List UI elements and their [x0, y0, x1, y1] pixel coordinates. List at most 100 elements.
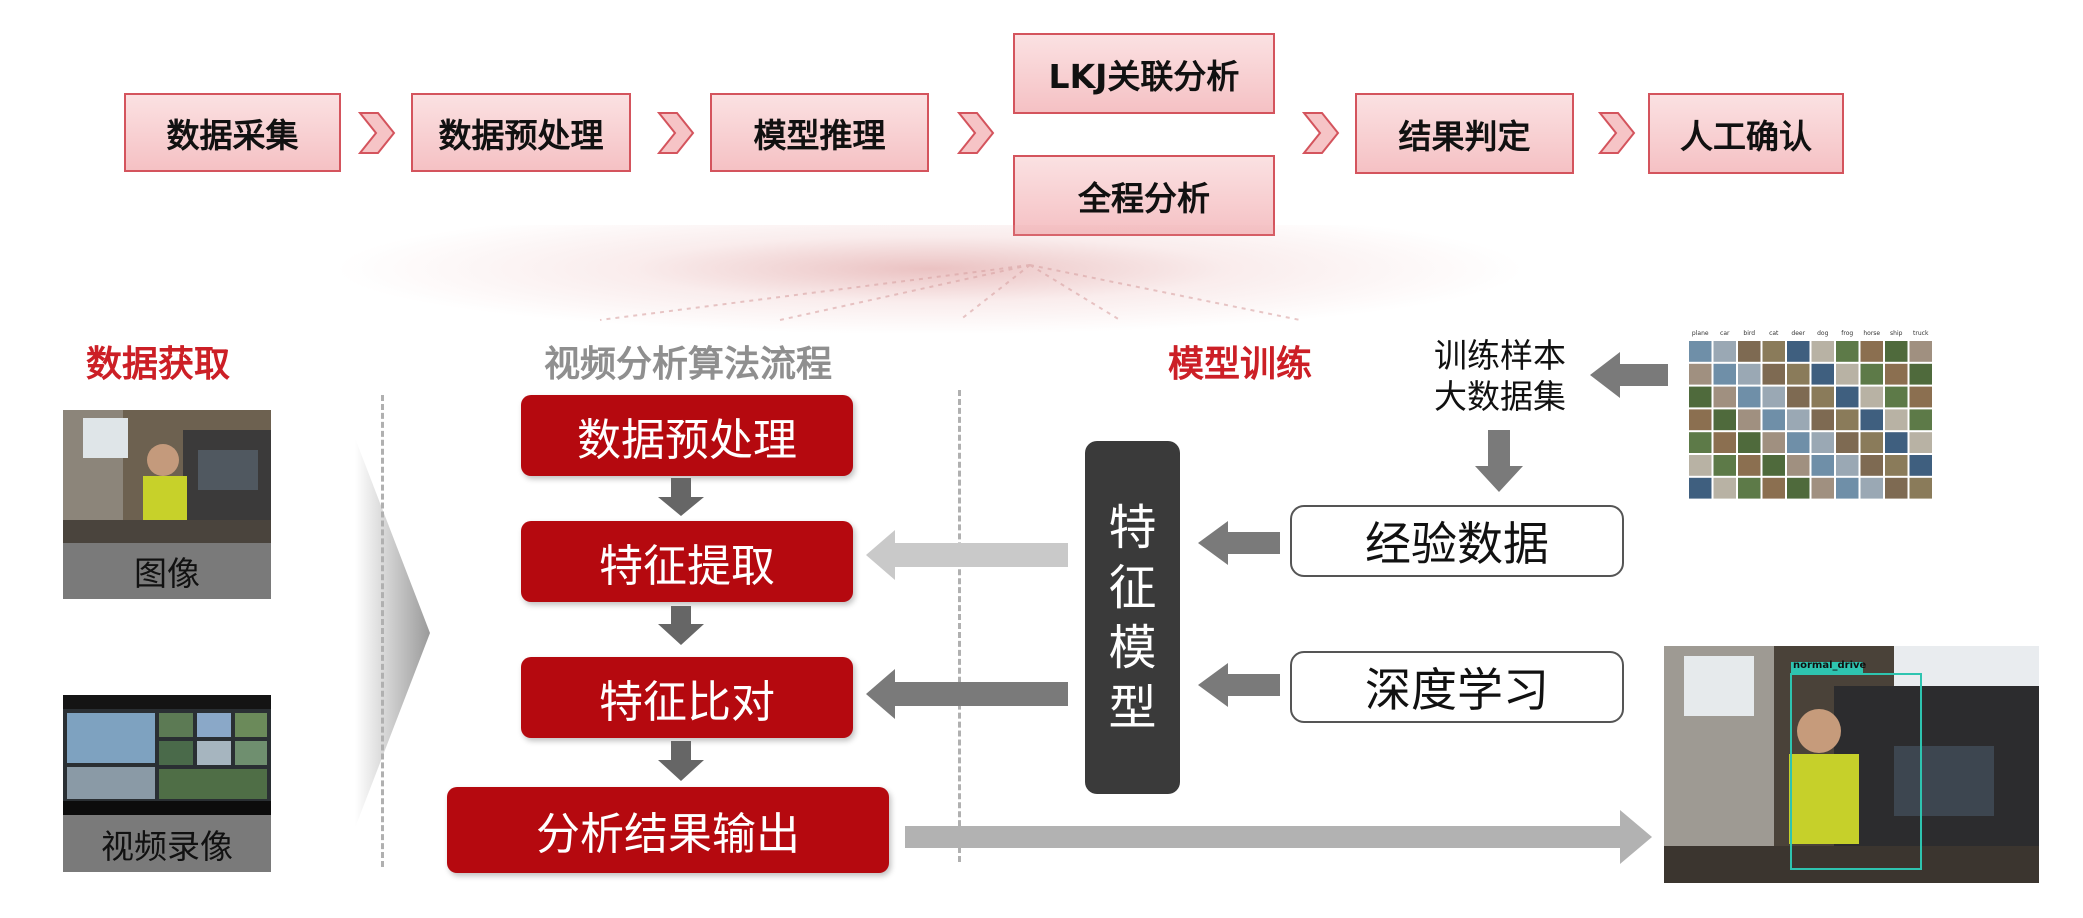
dataset-thumb	[1811, 341, 1834, 362]
video-recording-thumbnail	[63, 695, 271, 815]
dataset-thumb	[1787, 386, 1810, 408]
dataset-thumb	[1860, 432, 1883, 453]
down-arrow-icon	[658, 478, 704, 516]
dataset-thumb	[1689, 432, 1712, 453]
decorative-glow	[330, 225, 1530, 335]
chevron-right-icon	[956, 112, 995, 154]
pipeline-step-judgement: 结果判定	[1355, 93, 1574, 174]
dataset-thumb	[1836, 477, 1859, 499]
section-title-algorithm: 视频分析算法流程	[544, 344, 833, 385]
chevron-right-icon	[1597, 112, 1636, 154]
dataset-thumb	[1787, 477, 1810, 499]
dataset-thumb	[1762, 363, 1785, 385]
dataset-label: frog	[1841, 330, 1854, 337]
down-arrow-icon	[658, 741, 704, 781]
dataset-thumb	[1811, 455, 1834, 476]
dataset-label: car	[1720, 330, 1730, 337]
pipeline-step-preprocess: 数据预处理	[411, 93, 631, 172]
cab-image-thumbnail	[63, 410, 271, 543]
dataset-label: dog	[1817, 330, 1829, 337]
dataset-thumb	[1909, 386, 1932, 408]
dataset-thumb	[1738, 432, 1761, 453]
feature-model-char: 特	[1108, 499, 1157, 556]
dataset-thumb	[1811, 477, 1834, 499]
dataset-thumb	[1860, 455, 1883, 476]
feature-model-char: 型	[1108, 679, 1157, 736]
dataset-thumb	[1836, 409, 1859, 431]
deep-learning-box: 深度学习	[1290, 651, 1624, 723]
dataset-thumb	[1689, 477, 1712, 499]
image-caption: 图像	[63, 543, 271, 599]
dataset-thumb	[1909, 341, 1932, 362]
dataset-thumb	[1787, 341, 1810, 362]
dataset-label: bird	[1743, 330, 1756, 337]
dataset-thumb	[1762, 409, 1785, 431]
feature-model-box: 特 征 模 型	[1085, 441, 1180, 794]
dataset-thumb	[1689, 409, 1712, 431]
dataset-thumb	[1909, 432, 1932, 453]
algo-step-preprocess: 数据预处理	[521, 395, 853, 476]
dataset-thumb	[1885, 363, 1908, 385]
dataset-thumb	[1713, 455, 1736, 476]
dataset-thumb	[1762, 477, 1785, 499]
dataset-thumb	[1836, 341, 1859, 362]
dataset-thumb	[1787, 409, 1810, 431]
section-title-acquisition: 数据获取	[86, 344, 231, 385]
dataset-thumb	[1836, 432, 1859, 453]
left-arrow-icon	[866, 669, 1068, 719]
dataset-thumb	[1738, 386, 1761, 408]
dataset-thumb	[1738, 341, 1761, 362]
dataset-thumb	[1787, 363, 1810, 385]
dataset-label: cat	[1769, 330, 1779, 337]
dataset-thumb	[1860, 409, 1883, 431]
dataset-thumb	[1787, 455, 1810, 476]
dataset-label: ship	[1890, 330, 1903, 337]
dataset-thumb	[1885, 477, 1908, 499]
experience-data-box: 经验数据	[1290, 505, 1624, 577]
dataset-thumb	[1811, 409, 1834, 431]
dataset-thumb	[1860, 363, 1883, 385]
pipeline-step-lkj-analysis: LKJ关联分析	[1013, 33, 1275, 114]
feature-model-char: 模	[1108, 619, 1157, 676]
dataset-thumb	[1762, 455, 1785, 476]
chevron-right-icon	[656, 112, 695, 154]
section-title-training: 模型训练	[1168, 344, 1313, 385]
funnel-arrow-icon	[355, 438, 430, 828]
dataset-thumb	[1713, 341, 1736, 362]
chevron-right-icon	[1301, 112, 1340, 154]
dataset-thumb	[1738, 409, 1761, 431]
pipeline-step-data-collection: 数据采集	[124, 93, 341, 172]
dataset-thumb	[1811, 363, 1834, 385]
dataset-thumb	[1885, 386, 1908, 408]
dataset-thumb	[1836, 455, 1859, 476]
dataset-thumb	[1909, 477, 1932, 499]
dataset-thumb	[1738, 363, 1761, 385]
dataset-thumb	[1885, 455, 1908, 476]
dataset-thumb	[1738, 477, 1761, 499]
training-samples-label: 训练样本 大数据集	[1430, 335, 1570, 417]
algo-step-feature-matching: 特征比对	[521, 657, 853, 738]
separator-left	[381, 395, 384, 867]
algo-step-result-output: 分析结果输出	[447, 787, 889, 873]
left-arrow-icon	[1590, 352, 1668, 398]
dataset-thumb	[1713, 409, 1736, 431]
dataset-thumb	[1713, 432, 1736, 453]
pipeline-step-manual-confirm: 人工确认	[1648, 93, 1844, 174]
dataset-thumb	[1787, 432, 1810, 453]
dataset-thumb	[1811, 386, 1834, 408]
left-arrow-icon	[866, 530, 1068, 580]
detection-label: normal_drive	[1793, 660, 1867, 671]
dataset-thumb	[1885, 341, 1908, 362]
dataset-label: truck	[1913, 330, 1929, 337]
training-samples-line1: 训练样本	[1434, 336, 1566, 375]
dataset-thumb	[1689, 363, 1712, 385]
down-arrow-icon	[1475, 430, 1523, 492]
dataset-thumb	[1713, 477, 1736, 499]
feature-model-char: 征	[1108, 559, 1157, 616]
left-arrow-icon	[1198, 663, 1280, 707]
dataset-thumb	[1811, 432, 1834, 453]
dataset-thumb	[1713, 386, 1736, 408]
dataset-thumb	[1909, 409, 1932, 431]
dataset-thumb	[1860, 341, 1883, 362]
dataset-thumb	[1738, 455, 1761, 476]
